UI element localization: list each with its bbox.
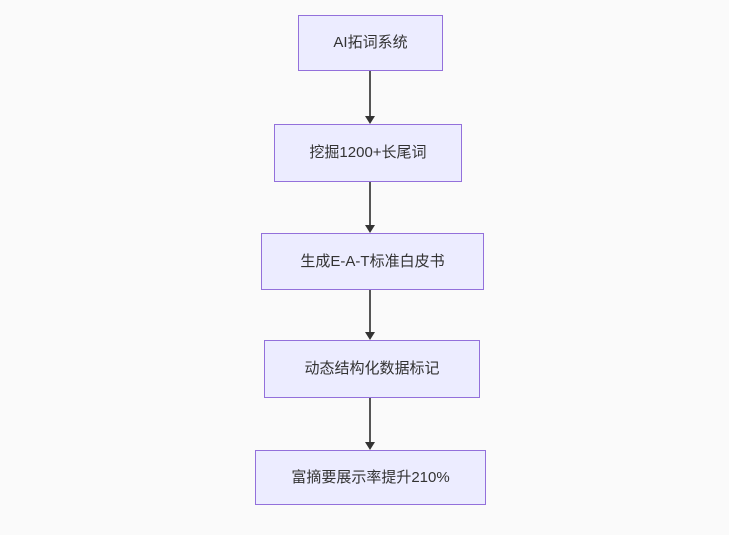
arrow-line — [369, 398, 371, 443]
arrowhead-down-icon — [365, 332, 375, 340]
node-label: 动态结构化数据标记 — [304, 360, 440, 377]
flow-arrow-2 — [364, 182, 376, 233]
node-eat-whitepaper: 生成E-A-T标准白皮书 — [261, 233, 484, 290]
arrowhead-down-icon — [365, 442, 375, 450]
node-label: 生成E-A-T标准白皮书 — [300, 252, 445, 270]
flow-arrow-4 — [364, 398, 376, 450]
node-ai-keyword-system: AI拓词系统 — [298, 15, 443, 71]
node-label: AI拓词系统 — [333, 34, 408, 51]
arrow-line — [369, 71, 371, 117]
arrowhead-down-icon — [365, 116, 375, 124]
node-label: 富摘要展示率提升210% — [291, 468, 450, 486]
arrow-line — [369, 182, 371, 226]
arrowhead-down-icon — [365, 225, 375, 233]
node-structured-data-markup: 动态结构化数据标记 — [264, 340, 480, 398]
flow-arrow-1 — [364, 71, 376, 124]
node-label: 挖掘1200+长尾词 — [309, 144, 427, 161]
flow-arrow-3 — [364, 290, 376, 340]
node-rich-snippet-result: 富摘要展示率提升210% — [255, 450, 486, 505]
node-longtail-mining: 挖掘1200+长尾词 — [274, 124, 462, 182]
arrow-line — [369, 290, 371, 333]
